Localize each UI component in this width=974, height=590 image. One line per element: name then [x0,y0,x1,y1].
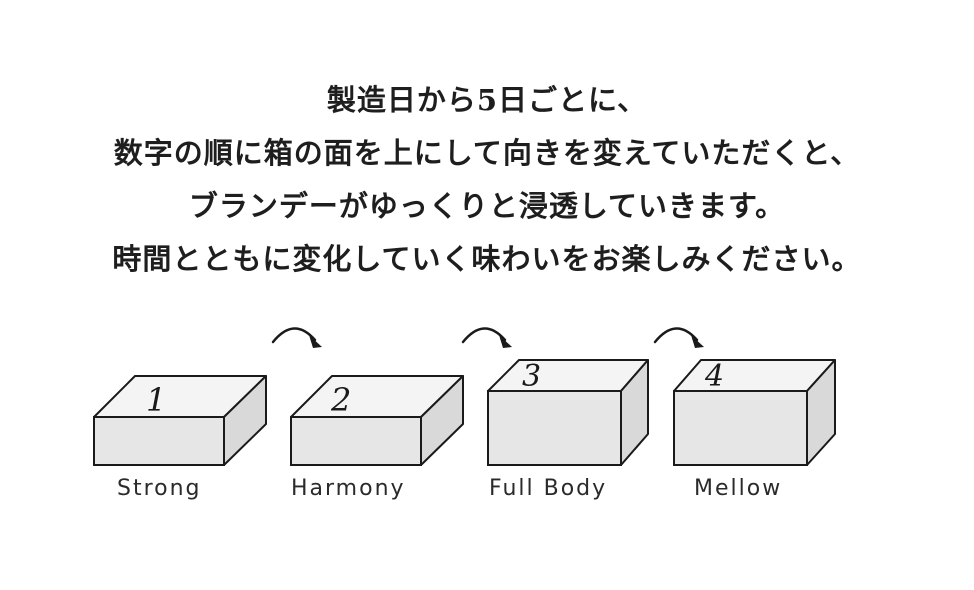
curved-arrow-right-icon [271,327,322,348]
box-3-front-face [487,390,622,466]
box-2-number: 2 [330,381,351,419]
step-2-label: Harmony [291,476,406,501]
box-2-front-face [290,416,422,466]
step-3: 3 Full Body [486,358,650,504]
box-1-number: 1 [146,381,166,419]
step-3-label: Full Body [489,476,608,501]
curved-arrow-right-icon [653,327,704,348]
intro-text: 製造日から5日ごとに、 数字の順に箱の面を上にして向きを変えていただくと、 ブラ… [0,74,974,286]
curved-arrow-right-icon [461,327,512,348]
step-4: 4 Mellow [672,358,838,504]
box-1-illustration: 1 [93,375,267,466]
box-3-number: 3 [522,359,541,394]
intro-line-2: 数字の順に箱の面を上にして向きを変えていただくと、 [113,136,861,170]
intro-line-3: ブランデーがゆっくりと浸透していきます。 [188,189,786,223]
box-3-illustration: 3 [487,359,649,466]
step-4-label: Mellow [694,476,783,501]
intro-line-4: 時間とともに変化していく味わいをお楽しみください。 [112,242,862,276]
box-2-illustration: 2 [290,375,464,466]
box-1-front-face [93,416,225,466]
step-2: 2 Harmony [289,374,465,504]
box-4-front-face [673,390,808,466]
box-4-illustration: 4 [673,359,836,466]
box-4-number: 4 [704,359,724,394]
intro-line-1: 製造日から5日ごとに、 [326,83,648,117]
step-1-label: Strong [117,476,202,501]
step-1: 1 Strong [92,374,268,504]
